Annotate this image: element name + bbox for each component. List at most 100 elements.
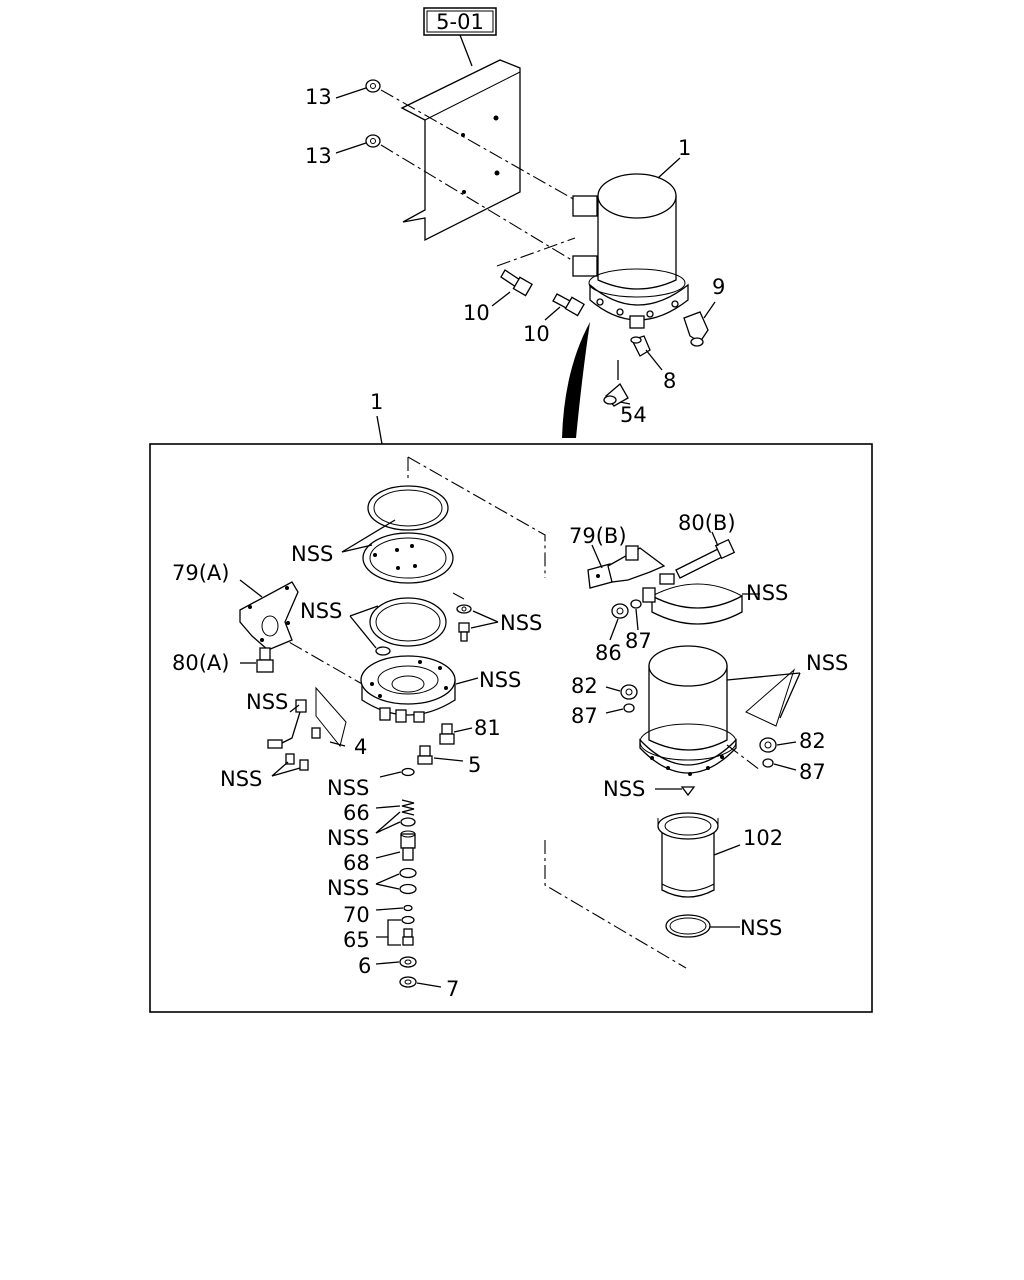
callout-nss-top-gasket: NSS: [291, 542, 333, 566]
washer-bolt-set[interactable]: [452, 592, 472, 642]
callout-65: 65: [343, 928, 370, 952]
bolt-10-a[interactable]: 10: [463, 269, 533, 325]
nss-oring-leader-1: [349, 615, 377, 649]
bolt-13-lower[interactable]: 13: [305, 134, 381, 168]
callout-5: 5: [468, 753, 481, 777]
washer-87-c-leader: [773, 763, 797, 771]
bolt-80b-leader: [711, 531, 719, 547]
callout-79a: 79(A): [172, 561, 229, 585]
callout-nss-ring-1: NSS: [327, 776, 369, 800]
callout-82-a: 82: [571, 674, 598, 698]
nss-ring-1-leader: [379, 771, 402, 778]
nss-sensor-screws-leader-1: [271, 767, 301, 777]
callout-87-a: 87: [625, 629, 652, 653]
filter-head[interactable]: [360, 655, 456, 723]
fitting-8[interactable]: 8: [630, 335, 676, 393]
nss-head-leader: [455, 677, 479, 685]
callout-nss-sensor: NSS: [246, 690, 288, 714]
callout-82-b: 82: [799, 729, 826, 753]
plug-5[interactable]: [417, 745, 433, 765]
callout-7: 7: [446, 977, 459, 1001]
nss-washer-leader-2: [470, 621, 499, 629]
explode-line-1: [407, 456, 546, 578]
callout-8: 8: [663, 369, 676, 393]
callout-13-upper: 13: [305, 85, 332, 109]
washer-87-c[interactable]: [762, 758, 774, 768]
callout-80a: 80(A): [172, 651, 229, 675]
callout-102: 102: [743, 826, 783, 850]
nss-ring-2-leader-2: [375, 811, 401, 834]
drain-plug[interactable]: [680, 786, 696, 797]
element-102-leader: [713, 844, 741, 856]
washer-87-b[interactable]: [623, 703, 635, 713]
callout-87-c: 87: [799, 760, 826, 784]
nut-82-a[interactable]: [620, 684, 638, 700]
callout-1-detail: 1: [370, 390, 383, 414]
bottom-ring[interactable]: [665, 914, 711, 938]
reference-box-label: 5-01: [436, 10, 484, 34]
mounting-plate: [400, 59, 521, 242]
callout-10-a: 10: [463, 301, 490, 325]
filter-element-102[interactable]: [657, 812, 719, 898]
callout-13-lower: 13: [305, 144, 332, 168]
spring-66: [401, 799, 415, 816]
band-clamp[interactable]: [642, 573, 743, 625]
nss-washer-leader-1: [472, 610, 499, 623]
filter-assembly-1[interactable]: 1: [572, 136, 691, 329]
filter-case[interactable]: [639, 645, 796, 776]
callout-79b: 79(B): [569, 524, 627, 548]
callout-68: 68: [343, 851, 370, 875]
callout-81: 81: [474, 716, 501, 740]
reference-leader: [459, 34, 473, 67]
sensor-4-leader: [329, 741, 346, 747]
callout-nss-ring-3: NSS: [327, 876, 369, 900]
sensor-4[interactable]: [267, 686, 347, 771]
ring-70-leader: [375, 907, 404, 911]
bolt-81[interactable]: [439, 723, 455, 745]
small-oring[interactable]: [375, 646, 391, 656]
nss-top-leader-2: [341, 544, 373, 553]
callout-nss-case: NSS: [806, 651, 848, 675]
callout-66: 66: [343, 801, 370, 825]
callout-nss-drain: NSS: [603, 777, 645, 801]
bolt-80a[interactable]: [256, 647, 274, 673]
washer-87-a[interactable]: [630, 599, 642, 609]
nut-86[interactable]: [611, 603, 629, 619]
top-plate[interactable]: [362, 532, 454, 584]
explode-line-2: [544, 840, 687, 969]
callout-87-b: 87: [571, 704, 598, 728]
alignment-line-2: [380, 144, 576, 263]
callout-86: 86: [595, 641, 622, 665]
bracket-79b[interactable]: [587, 545, 666, 589]
callout-10-b: 10: [523, 322, 550, 346]
nut-82-b[interactable]: [759, 737, 777, 753]
bolt-80b[interactable]: [675, 538, 736, 579]
explode-line-3: [267, 629, 391, 701]
nss-ring-3-leader-2: [375, 883, 400, 890]
valve-68-leader: [375, 851, 401, 859]
nut-86-leader: [609, 618, 619, 641]
bolt-81-leader: [453, 727, 473, 733]
explode-line-5: [726, 744, 761, 771]
bracket-79a[interactable]: [239, 581, 299, 651]
valve-65: [402, 928, 414, 946]
fitting-9[interactable]: 9: [683, 275, 725, 347]
nut-82-a-leader: [605, 686, 621, 692]
callout-nss-washer-bolt: NSS: [500, 611, 542, 635]
fitting-54[interactable]: 54: [603, 360, 647, 427]
nss-sensor-screws-leader-2: [271, 761, 289, 777]
nut-7-leader: [416, 982, 442, 988]
second-gasket[interactable]: [369, 597, 447, 647]
bolt-13-upper[interactable]: 13: [305, 79, 381, 109]
top-gasket[interactable]: [367, 485, 449, 531]
callout-nss-sensor-screws: NSS: [220, 767, 262, 791]
bolt-10-b[interactable]: 10: [523, 293, 585, 346]
reference-box[interactable]: 5-01: [423, 7, 497, 36]
nss-oring-leader-2: [349, 605, 379, 617]
callout-nss-oring: NSS: [300, 599, 342, 623]
detail-pointer: [562, 322, 590, 438]
washer-87-a-leader: [635, 608, 639, 631]
nss-case-leader-1: [726, 672, 801, 681]
valve-stack[interactable]: [399, 767, 417, 988]
